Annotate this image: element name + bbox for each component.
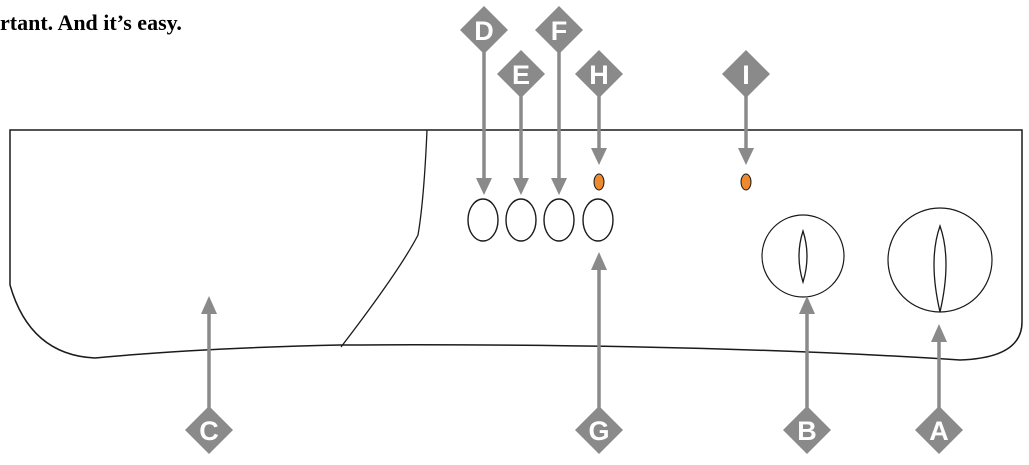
callout-letter: A (929, 416, 949, 446)
button-2[interactable] (505, 198, 537, 242)
heading-text: rtant. And it’s easy. (0, 10, 182, 35)
callout-letter: F (551, 16, 568, 46)
callout-g: G (575, 252, 623, 454)
panel-divider (340, 129, 428, 348)
button-3[interactable] (543, 198, 575, 242)
button-1[interactable] (467, 198, 499, 242)
callout-e: E (497, 50, 545, 195)
indicator-light-2 (740, 173, 752, 191)
callout-a: A (915, 324, 963, 454)
large-dial[interactable] (887, 207, 993, 313)
callout-letter: G (588, 416, 609, 446)
callout-letter: I (742, 60, 750, 90)
callout-letter: E (512, 60, 530, 90)
callout-b: B (783, 296, 831, 454)
callout-c: C (185, 296, 233, 454)
callout-letter: H (589, 60, 609, 90)
callout-letter: C (199, 416, 219, 446)
callout-i: I (722, 50, 770, 165)
callout-h: H (575, 50, 623, 165)
button-4[interactable] (582, 198, 614, 242)
callout-f: F (535, 6, 583, 195)
small-dial[interactable] (761, 214, 845, 298)
callout-d: D (460, 6, 508, 195)
panel-outline (9, 129, 1023, 361)
indicator-light-1 (593, 173, 605, 191)
callout-letter: D (474, 16, 494, 46)
callout-letter: B (797, 416, 817, 446)
